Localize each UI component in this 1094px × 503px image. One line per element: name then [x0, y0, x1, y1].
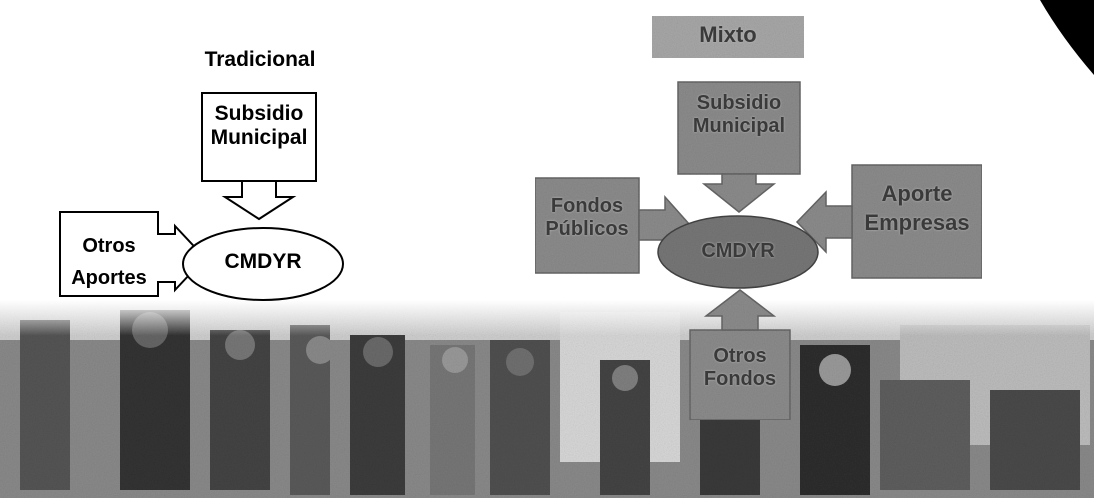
traditional-center-label: CMDYR	[224, 250, 302, 273]
traditional-diagram	[59, 92, 344, 301]
mixed-companies-label: Aporte Empresas	[864, 181, 970, 235]
corner-decoration	[1040, 0, 1094, 75]
mixed-cmdyr-oval	[657, 215, 819, 289]
cmdyr-oval	[182, 227, 344, 301]
down-arrow	[221, 180, 297, 221]
traditional-other-label: Otros Aportes	[71, 235, 147, 289]
public-funds-box	[534, 177, 640, 274]
mixed-subsidy-box	[677, 81, 801, 175]
subsidy-box	[201, 92, 317, 182]
mixed-public-funds-label: Fondos Públicos	[545, 195, 629, 240]
mixed-subsidy-label: Subsidio Municipal	[692, 92, 786, 137]
mixed-center-label: CMDYR	[701, 240, 775, 262]
mixto-title-bg	[652, 16, 804, 58]
mixed-other-funds-label: Otros Fondos	[703, 345, 777, 390]
other-funds-box	[689, 329, 791, 421]
mixed-diagram	[534, 16, 983, 421]
mixed-title: Mixto	[699, 22, 757, 47]
traditional-title: Tradicional	[204, 48, 316, 71]
traditional-subsidy-label: Subsidio Municipal	[210, 102, 308, 150]
